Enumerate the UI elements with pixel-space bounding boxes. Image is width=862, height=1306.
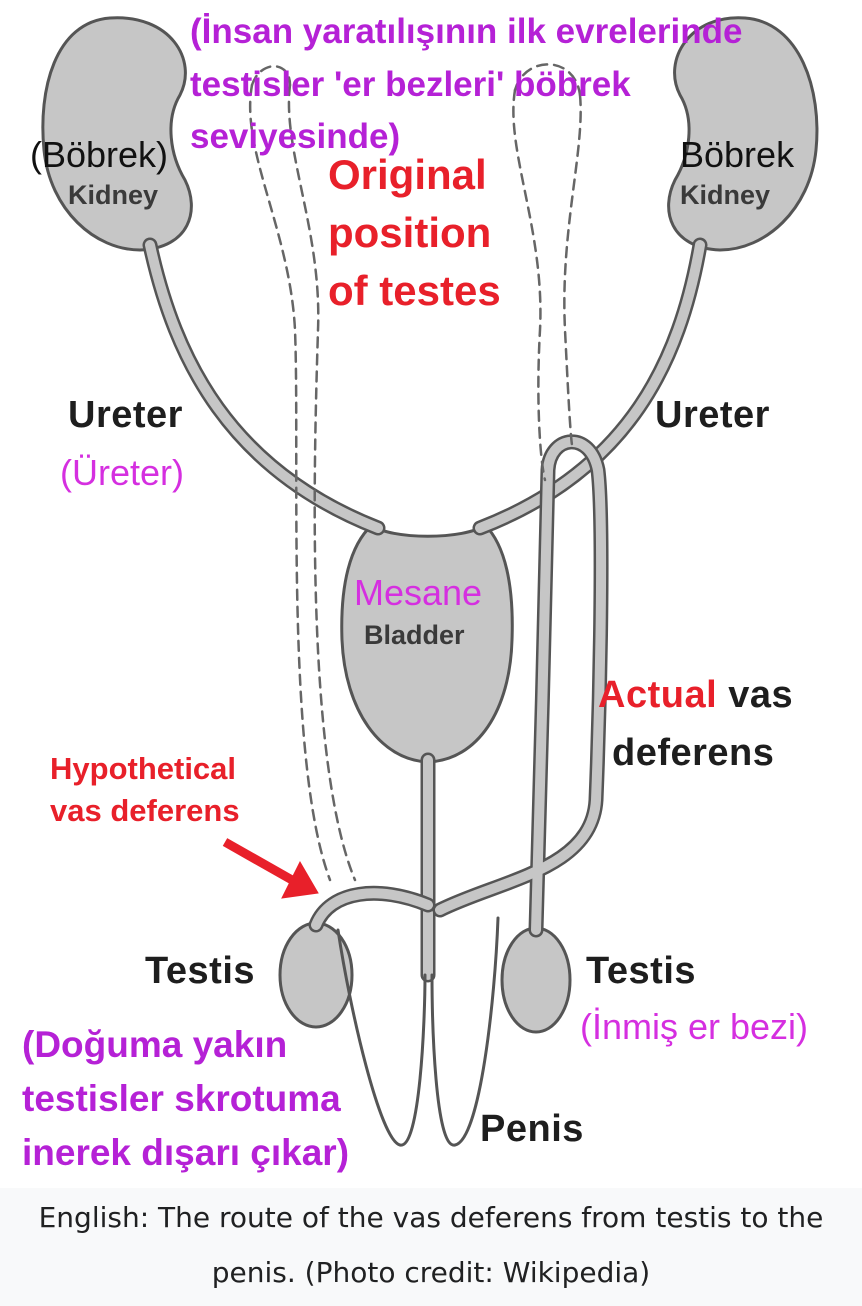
original-position-line-2: position (328, 209, 492, 256)
testis-right-en-label: Testis (586, 950, 697, 992)
kidney-left-tr-label: (Böbrek) (30, 134, 169, 175)
kidney-right-en-label: Kidney (680, 180, 771, 210)
original-position-line-3: of testes (328, 267, 501, 314)
top-note-line-2: testisler 'er bezleri' böbrek (190, 64, 631, 104)
hypothetical-arrow (222, 838, 319, 899)
ureter-left-en-label: Ureter (68, 394, 183, 436)
figure-caption: English: The route of the vas deferens f… (0, 1188, 862, 1306)
kidney-right-tr-label: Böbrek (680, 134, 795, 175)
hypothetical-vas-right (512, 88, 547, 482)
bottom-note-line-3: inerek dışarı çıkar) (22, 1132, 350, 1173)
bladder-en-label: Bladder (364, 620, 465, 650)
overlay-top-note: (İnsan yaratılışının ilk evrelerinde tes… (190, 6, 742, 164)
bottom-note-line-2: testisler skrotuma (22, 1078, 341, 1119)
hypothetical-line-1: Hypothetical (50, 751, 237, 786)
vas-word: vas (728, 674, 794, 716)
testis-left-label: Testis (145, 950, 256, 992)
testis-right-tr-label: (İnmiş er bezi) (580, 1006, 809, 1047)
diagram: (İnsan yaratılışının ilk evrelerinde tes… (22, 6, 819, 1180)
kidney-left-shape (41, 16, 193, 252)
actual-vas-label-line-2: deferens (612, 732, 775, 774)
ureter-right-en-label: Ureter (655, 394, 770, 436)
kidney-left-en-label: Kidney (68, 180, 159, 210)
ureter-right-shape (472, 237, 708, 536)
anatomy-illustration (41, 16, 819, 1147)
penis-label: Penis (480, 1108, 584, 1150)
original-testis-outline-left (250, 65, 292, 87)
caption-line-2: penis. (Photo credit: Wikipedia) (211, 1256, 651, 1289)
caption-line-1: English: The route of the vas deferens f… (38, 1201, 824, 1234)
actual-vas-label: Actual vas (598, 674, 793, 718)
original-position-line-1: Original (328, 151, 487, 198)
penis-shape (336, 916, 500, 1147)
testis-right-shape (500, 926, 572, 1034)
top-note-line-1: (İnsan yaratılışının ilk evrelerinde (190, 12, 743, 51)
bladder-tr-label: Mesane (354, 572, 483, 613)
bottom-note: (Doğuma yakın testisler skrotuma inerek … (22, 1018, 349, 1180)
kidney-right-shape (667, 16, 819, 252)
testis-left-shape (278, 921, 354, 1029)
bottom-note-line-1: (Doğuma yakın (22, 1024, 288, 1065)
hypothetical-line-2: vas deferens (50, 793, 240, 828)
hypothetical-vas-left (248, 83, 332, 882)
ureter-left-tr-label: (Üreter) (60, 452, 184, 493)
top-note-line-3: seviyesinde) (190, 117, 401, 156)
original-position-label: Original position of testes (328, 146, 501, 320)
actual-word: Actual (598, 674, 718, 716)
hypothetical-vas-label: Hypothetical vas deferens (50, 748, 240, 832)
